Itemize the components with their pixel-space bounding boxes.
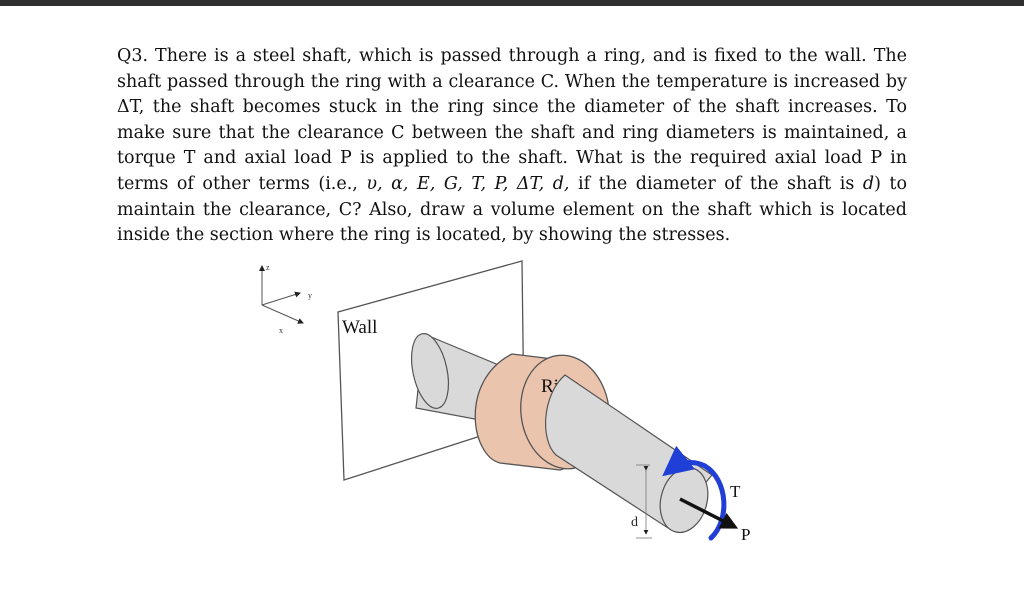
question-variables: υ, α, E, G, T, P, ΔT, d, — [366, 173, 570, 194]
question-text-part2: if the diameter of the shaft is — [569, 173, 863, 194]
x-axis-line — [261, 304, 304, 324]
axial-load-label: P — [741, 525, 750, 544]
question-text: Q3. There is a steel shaft, which is pas… — [117, 44, 907, 249]
question-diameter-var: d — [862, 173, 875, 194]
x-axis-label: x — [279, 326, 283, 335]
shaft-back-end — [410, 333, 450, 409]
diameter-label: d — [631, 515, 638, 530]
question-text-part3: ) to maintain the clearance, C? Also, dr… — [117, 173, 907, 246]
coordinate-axes: z y x — [259, 263, 312, 335]
wall-label: Wall — [342, 317, 377, 338]
y-axis-label: y — [308, 291, 312, 300]
z-axis-label: z — [266, 263, 270, 272]
axial-load-arrow: P — [679, 497, 750, 544]
torque-label: T — [730, 482, 741, 501]
diameter-dimension: d — [631, 464, 652, 539]
axial-load-line — [679, 497, 739, 529]
question-text-part1: Q3. There is a steel shaft, which is pas… — [117, 46, 907, 194]
top-border-bar — [0, 0, 1024, 6]
y-axis-line — [261, 291, 301, 306]
shaft-front-segment — [545, 374, 713, 534]
